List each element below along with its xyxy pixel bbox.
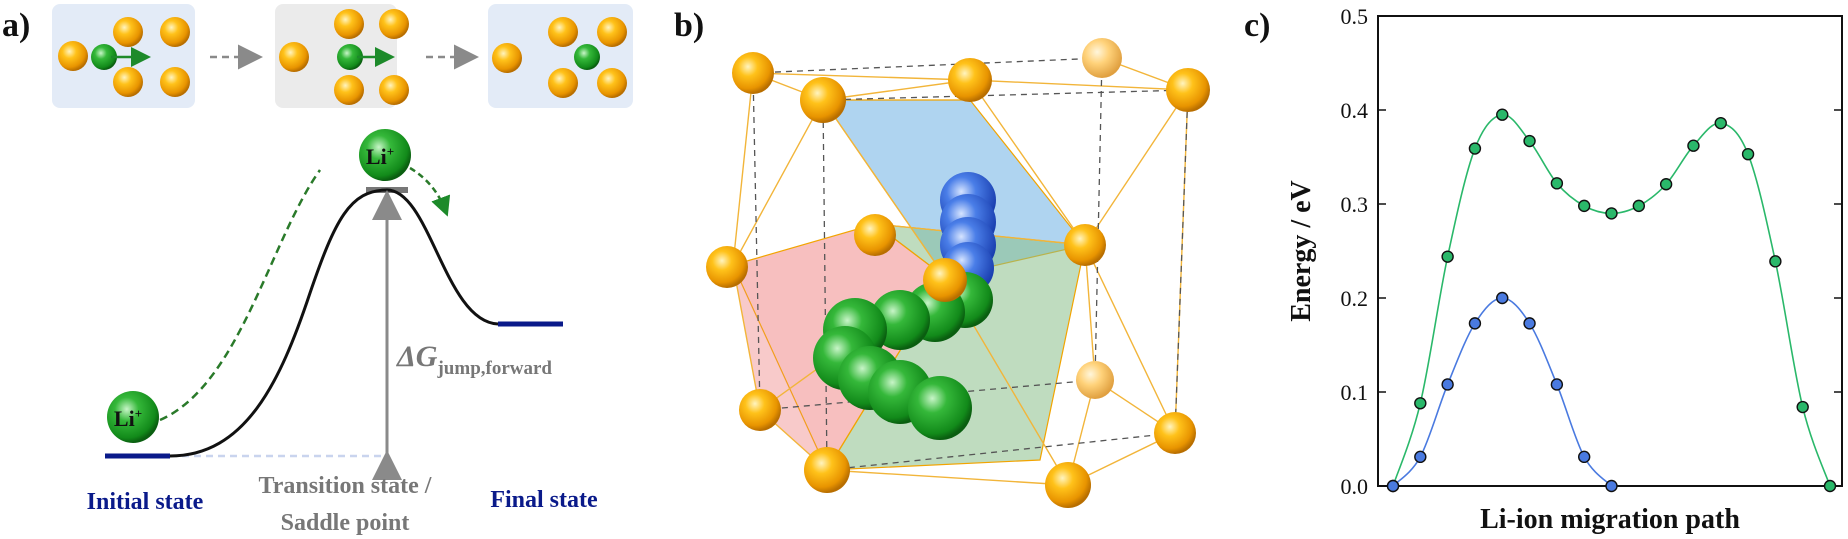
lattice-dashed-edges (752, 57, 1189, 471)
data-point (1414, 397, 1427, 410)
transition-state-label-line1: Transition state / (259, 473, 432, 499)
panel-c: c) 0.0 0.1 0.2 0.3 0.4 0.5 Li-ion migration p… (1244, 4, 1843, 535)
data-point (1523, 317, 1536, 330)
y-tick-label: 0.0 (1341, 474, 1369, 499)
svg-text:Li+: Li+ (114, 406, 142, 431)
data-point (1496, 108, 1509, 121)
y-axis-label: Energy / eV (1286, 180, 1317, 322)
data-point (1523, 134, 1536, 148)
y-tick-label: 0.5 (1341, 4, 1369, 29)
final-state-label: Final state (490, 487, 598, 513)
initial-state-label: Initial state (87, 489, 204, 515)
data-point (1577, 199, 1591, 213)
final-config-atoms (492, 17, 627, 98)
data-point (1796, 400, 1809, 414)
li-ion-icon (574, 44, 600, 70)
initial-config-atoms (58, 17, 190, 97)
li-ion-icon (337, 44, 363, 70)
energy-profile-curve (169, 188, 499, 458)
panel-a-label: a) (2, 7, 30, 44)
y-tick-label: 0.3 (1341, 192, 1369, 217)
data-point (1468, 317, 1482, 330)
data-point (1441, 250, 1454, 263)
data-point (1659, 178, 1673, 191)
panel-c-label: c) (1244, 7, 1270, 44)
transition-state-label-line2: Saddle point (281, 510, 410, 536)
panel-a: a) (2, 4, 633, 536)
data-point (1823, 479, 1837, 493)
transition-config-box (275, 4, 397, 108)
data-point (1550, 177, 1564, 190)
lattice-atoms (706, 38, 1210, 508)
data-point (1577, 450, 1591, 464)
y-tick-label: 0.4 (1341, 98, 1369, 123)
chart-series (1386, 108, 1837, 493)
y-axis-ticks: 0.0 0.1 0.2 0.3 0.4 0.5 (1341, 4, 1842, 499)
data-point (1687, 139, 1700, 152)
y-tick-label: 0.2 (1341, 286, 1369, 311)
panel-b: b) (674, 7, 1210, 508)
x-axis-label: Li-ion migration path (1480, 504, 1740, 535)
data-point (1605, 207, 1618, 220)
li-ion-saddle (359, 129, 411, 181)
barrier-label: ΔGjump,forward (396, 340, 552, 379)
data-point (1605, 479, 1618, 493)
data-point (1386, 479, 1400, 493)
y-tick-label: 0.1 (1341, 380, 1369, 405)
series-line-0 (1392, 113, 1831, 487)
final-config-box (488, 4, 633, 108)
green-ion-path (813, 272, 993, 440)
li-exit-arrow-icon (409, 166, 451, 217)
data-point (1441, 378, 1454, 391)
data-point (1414, 450, 1427, 464)
li-ion-icon (91, 44, 117, 70)
data-point (1550, 378, 1564, 391)
data-point (1496, 291, 1509, 305)
li-path-dashed (159, 169, 322, 422)
li-ion-initial (107, 391, 159, 443)
svg-text:Li+: Li+ (366, 144, 394, 169)
data-point (1714, 116, 1727, 130)
data-point (1769, 255, 1782, 268)
data-point (1741, 147, 1755, 161)
panel-b-label: b) (674, 7, 704, 44)
transition-config-atoms (279, 9, 409, 105)
data-point (1468, 142, 1482, 155)
data-point (1632, 199, 1646, 213)
